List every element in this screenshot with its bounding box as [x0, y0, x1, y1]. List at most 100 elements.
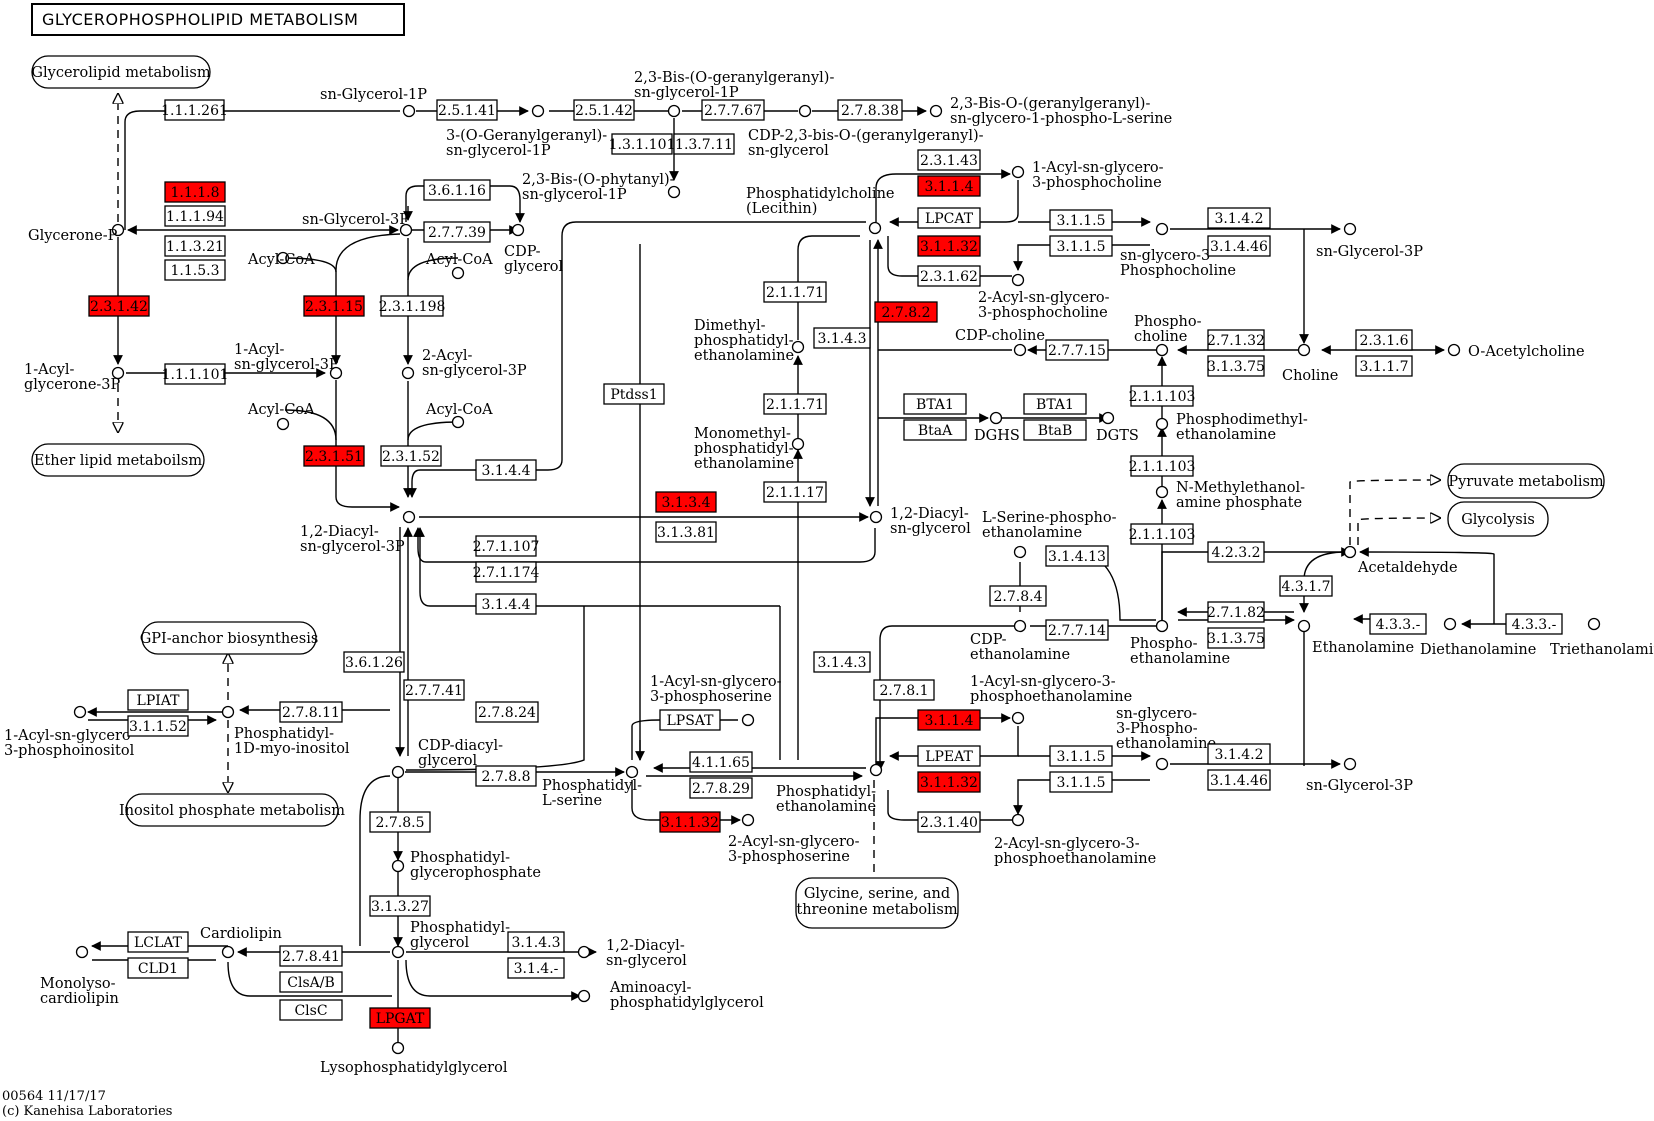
enzyme-box[interactable]: 3.1.4.2 [1207, 207, 1271, 229]
compound-c8[interactable]: sn-Glycerol-3P [302, 212, 413, 237]
compound-node[interactable] [276, 251, 290, 265]
compound-node[interactable] [1155, 619, 1169, 633]
compound-node[interactable] [531, 104, 545, 118]
compound-c58[interactable]: Lysophosphatidylglycerol [320, 1041, 508, 1077]
enzyme-box[interactable]: 2.3.1.43 [917, 149, 981, 171]
enzyme-box-rect[interactable] [1207, 355, 1265, 377]
compound-node[interactable] [1343, 545, 1357, 559]
compound-c48[interactable]: 1-Acyl-sn-glycero-3-phosphoethanolamine [970, 674, 1132, 725]
enzyme-box[interactable]: 3.6.1.26 [343, 651, 405, 673]
enzyme-box[interactable]: BTA1 [903, 393, 967, 415]
enzyme-box-rect[interactable] [763, 281, 827, 303]
enzyme-box[interactable]: ClsC [279, 999, 343, 1021]
enzyme-box[interactable]: 3.6.1.16 [423, 179, 491, 201]
compound-node[interactable] [221, 705, 235, 719]
enzyme-box[interactable]: 2.3.1.15 [303, 295, 365, 317]
enzyme-box-rect[interactable] [127, 689, 189, 711]
compound-c15[interactable]: Acyl-CoA [247, 402, 315, 431]
compound-c6[interactable]: 2,3-Bis-(O-phytanyl)-sn-glycerol-1P [522, 172, 681, 203]
enzyme-box[interactable]: 4.3.1.7 [1279, 575, 1333, 597]
enzyme-box[interactable]: 4.2.3.2 [1207, 541, 1265, 563]
compound-node[interactable] [391, 859, 405, 873]
compound-node[interactable] [1155, 343, 1169, 357]
enzyme-box[interactable]: 4.3.3.- [1505, 613, 1563, 635]
compound-c49[interactable]: 2-Acyl-sn-glycero-3-phosphoethanolamine [994, 813, 1156, 868]
compound-c54[interactable]: Monolyso-cardiolipin [40, 945, 119, 1008]
compound-node[interactable] [1297, 343, 1311, 357]
enzyme-box[interactable]: 3.1.4.3 [813, 327, 871, 349]
enzyme-box-rect[interactable] [917, 149, 981, 171]
enzyme-box[interactable]: 3.1.4.3 [507, 931, 565, 953]
compound-c12[interactable]: 1-Acyl-glycerone-3P [24, 362, 125, 393]
enzyme-box-rect[interactable] [1279, 575, 1333, 597]
compound-c36[interactable]: CDP-ethanolamine [970, 619, 1070, 664]
compound-c14[interactable]: 2-Acyl-sn-glycerol-3P [401, 348, 527, 380]
enzyme-box[interactable]: 2.7.7.41 [403, 679, 465, 701]
enzyme-box-rect[interactable] [1023, 419, 1087, 441]
enzyme-box[interactable]: 2.3.1.62 [917, 265, 981, 287]
enzyme-box[interactable]: 2.7.8.38 [837, 99, 903, 121]
enzyme-box[interactable]: 2.3.1.40 [917, 811, 981, 833]
compound-node[interactable] [791, 437, 805, 451]
enzyme-box[interactable]: 2.7.8.29 [689, 777, 753, 799]
enzyme-box[interactable]: 3.1.1.4 [917, 175, 981, 197]
compound-node[interactable] [402, 510, 416, 524]
compound-c43[interactable]: CDP-diacyl-glycerol [391, 738, 504, 779]
enzyme-box[interactable]: 2.1.1.103 [1129, 385, 1196, 407]
enzyme-box[interactable]: 3.1.1.5 [1049, 235, 1113, 257]
compound-node[interactable] [791, 340, 805, 354]
enzyme-box-rect[interactable] [475, 765, 537, 787]
compound-c35[interactable]: Acetaldehyde [1343, 545, 1458, 577]
compound-node[interactable] [221, 945, 235, 959]
enzyme-box-rect[interactable] [1207, 601, 1265, 623]
enzyme-box[interactable]: 1.1.1.261 [161, 99, 228, 121]
enzyme-box[interactable]: 3.1.1.7 [1355, 355, 1413, 377]
compound-c20[interactable]: 2-Acyl-sn-glycero-3-phosphocholine [978, 273, 1110, 322]
enzyme-box-rect[interactable] [701, 99, 765, 121]
enzyme-box[interactable]: 2.7.1.107 [473, 535, 540, 557]
compound-node[interactable] [869, 510, 883, 524]
enzyme-box-rect[interactable] [917, 745, 981, 767]
enzyme-box[interactable]: 3.1.3.81 [655, 521, 717, 543]
enzyme-box-rect[interactable] [989, 585, 1047, 607]
enzyme-box-rect[interactable] [1207, 743, 1271, 765]
compound-c39[interactable]: Diethanolamine [1420, 617, 1536, 659]
enzyme-box-rect[interactable] [164, 363, 226, 385]
enzyme-box[interactable]: 2.7.7.67 [701, 99, 765, 121]
enzyme-box-rect[interactable] [573, 99, 635, 121]
enzyme-box-rect[interactable] [1207, 329, 1265, 351]
enzyme-box-rect[interactable] [475, 701, 539, 723]
enzyme-box[interactable]: 2.7.8.1 [873, 679, 935, 701]
enzyme-box[interactable]: 2.1.1.71 [763, 393, 827, 415]
enzyme-box[interactable]: 2.7.8.2 [874, 301, 938, 323]
enzyme-box[interactable]: 3.1.3.75 [1207, 355, 1265, 377]
enzyme-box[interactable]: 2.7.1.174 [473, 561, 540, 583]
enzyme-box-highlighted[interactable] [369, 1007, 431, 1029]
map-link-inositol[interactable]: Inositol phosphate metabolism [119, 793, 345, 827]
enzyme-box-rect[interactable] [127, 715, 189, 737]
compound-c27[interactable]: O-Acetylcholine [1447, 343, 1585, 360]
compound-node[interactable] [989, 411, 1003, 425]
enzyme-box-rect[interactable] [164, 99, 225, 121]
compound-node[interactable] [1343, 757, 1357, 771]
enzyme-box[interactable]: 2.7.8.4 [989, 585, 1047, 607]
enzyme-box[interactable]: 3.1.1.32 [659, 811, 721, 833]
map-link-gpi[interactable]: GPI-anchor biosynthesis [140, 621, 319, 655]
enzyme-box-rect[interactable] [369, 895, 431, 917]
enzyme-box-rect[interactable] [475, 593, 537, 615]
enzyme-box-rect[interactable] [1049, 235, 1113, 257]
enzyme-box[interactable]: LPCAT [917, 207, 981, 229]
compound-node[interactable] [1297, 619, 1311, 633]
enzyme-box[interactable]: LPIAT [127, 689, 189, 711]
enzyme-box-rect[interactable] [1355, 329, 1413, 351]
compound-node[interactable] [1011, 711, 1025, 725]
enzyme-box[interactable]: 3.1.3.27 [369, 895, 431, 917]
compound-c32[interactable]: N-Methylethanol-amine phosphate [1155, 480, 1306, 511]
enzyme-box[interactable]: 3.1.4.- [507, 957, 565, 979]
enzyme-box-rect[interactable] [164, 235, 226, 257]
enzyme-box-rect[interactable] [1505, 613, 1563, 635]
enzyme-box[interactable]: 2.7.7.15 [1045, 339, 1109, 361]
compound-node[interactable] [1013, 619, 1027, 633]
enzyme-box[interactable]: 3.1.4.2 [1207, 743, 1271, 765]
